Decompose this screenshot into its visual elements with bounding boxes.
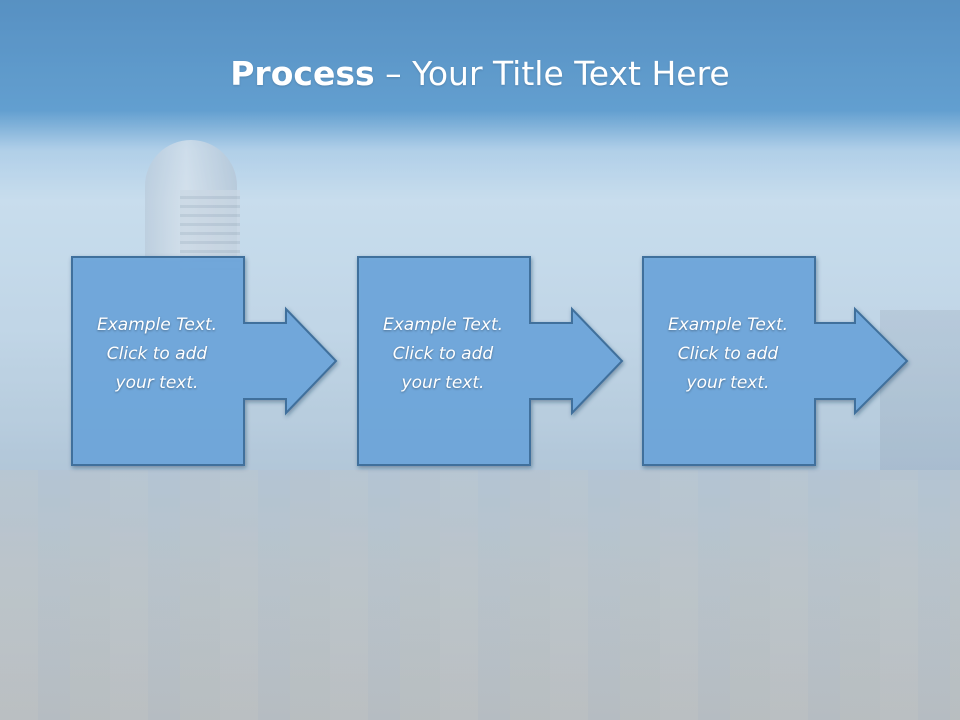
process-step-2[interactable]: Example Text. Click to add your text. bbox=[357, 256, 627, 466]
background-fountain-lake bbox=[0, 470, 960, 720]
step-text: Example Text. Click to add your text. bbox=[71, 311, 243, 398]
background-skyline bbox=[880, 310, 960, 480]
step-text-line: Click to add bbox=[392, 344, 494, 364]
title-strong-text: Process bbox=[230, 54, 375, 93]
step-text-line: Example Text. bbox=[382, 315, 504, 335]
process-step-1[interactable]: Example Text. Click to add your text. bbox=[71, 256, 341, 466]
step-arrow-shape bbox=[642, 256, 909, 466]
step-arrow-shape bbox=[71, 256, 338, 466]
step-text-line: Example Text. bbox=[667, 315, 789, 335]
title-rest-text: – Your Title Text Here bbox=[374, 54, 730, 93]
step-text-line: your text. bbox=[686, 373, 770, 393]
step-text: Example Text. Click to add your text. bbox=[357, 311, 529, 398]
step-arrow-shape bbox=[357, 256, 624, 466]
slide-title[interactable]: Process – Your Title Text Here bbox=[0, 52, 960, 96]
right-arrow-icon bbox=[357, 256, 624, 466]
process-step-3[interactable]: Example Text. Click to add your text. bbox=[642, 256, 912, 466]
step-text-line: Click to add bbox=[677, 344, 779, 364]
step-text-line: your text. bbox=[115, 373, 199, 393]
right-arrow-icon bbox=[71, 256, 338, 466]
step-text-line: your text. bbox=[401, 373, 485, 393]
step-text-line: Example Text. bbox=[96, 315, 218, 335]
step-text: Example Text. Click to add your text. bbox=[642, 311, 814, 398]
step-text-line: Click to add bbox=[106, 344, 208, 364]
right-arrow-icon bbox=[642, 256, 909, 466]
